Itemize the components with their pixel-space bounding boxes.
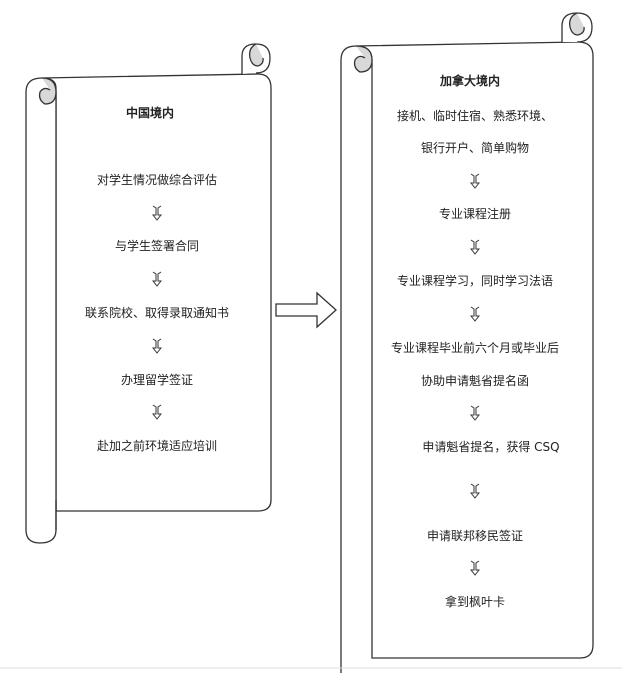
down-arrow-icon — [470, 173, 480, 189]
right-step-1b: 银行开户、简单购物 — [420, 141, 530, 155]
right-step-4b: 协助申请魁省提名函 — [420, 374, 530, 388]
right-scroll — [340, 12, 594, 673]
right-step-5: 申请魁省提名，获得 CSQ — [422, 440, 560, 454]
right-arrow — [275, 291, 337, 329]
down-arrow-icon — [470, 405, 480, 421]
down-arrow-icon — [470, 560, 480, 576]
down-arrow-icon — [470, 483, 480, 499]
down-arrow-icon — [152, 271, 162, 287]
right-step-1a: 接机、临时住宿、熟悉环境、 — [396, 109, 554, 123]
left-scroll — [25, 43, 272, 544]
right-step-4a: 专业课程毕业前六个月或毕业后 — [390, 341, 560, 355]
right-step-7: 拿到枫叶卡 — [444, 595, 506, 609]
down-arrow-icon — [152, 404, 162, 420]
left-step-1: 对学生情况做综合评估 — [96, 173, 218, 187]
down-arrow-icon — [152, 338, 162, 354]
right-step-2: 专业课程注册 — [438, 207, 512, 221]
right-step-6: 申请联邦移民签证 — [426, 529, 524, 543]
left-step-5: 赴加之前环境适应培训 — [96, 439, 218, 453]
left-title: 中国境内 — [125, 106, 175, 120]
left-step-2: 与学生签署合同 — [114, 239, 200, 253]
left-step-3: 联系院校、取得录取通知书 — [84, 306, 230, 320]
right-title: 加拿大境内 — [439, 74, 501, 88]
down-arrow-icon — [470, 306, 480, 322]
left-step-4: 办理留学签证 — [120, 373, 194, 387]
right-step-3: 专业课程学习，同时学习法语 — [396, 274, 554, 288]
down-arrow-icon — [152, 205, 162, 221]
down-arrow-icon — [470, 239, 480, 255]
